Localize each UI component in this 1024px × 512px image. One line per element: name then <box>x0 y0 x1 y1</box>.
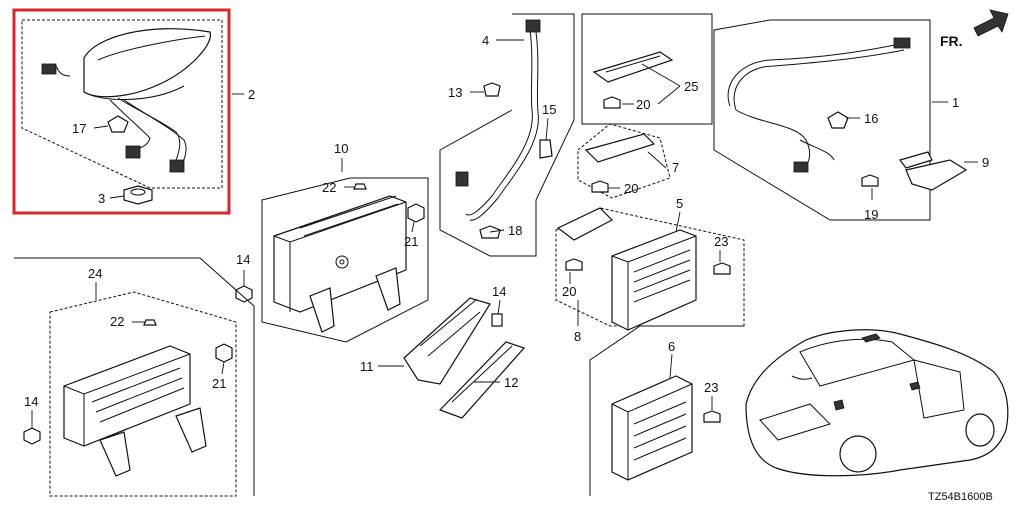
audio-unit-assembly[interactable] <box>49 291 237 497</box>
callout-25[interactable]: 25 <box>684 79 698 94</box>
bracket-7[interactable] <box>577 123 671 199</box>
callout-22a[interactable]: 22 <box>322 180 336 195</box>
cable-4-frame <box>439 13 575 257</box>
callout-12[interactable]: 12 <box>504 375 518 390</box>
highlight-frame <box>12 8 231 215</box>
callout-3[interactable]: 3 <box>98 191 105 206</box>
callout-16[interactable]: 16 <box>864 111 878 126</box>
bracket-11[interactable] <box>403 297 491 385</box>
leader-lines <box>31 39 978 428</box>
front-direction-indicator <box>973 9 1009 37</box>
callout-10[interactable]: 10 <box>334 141 348 156</box>
callout-24[interactable]: 24 <box>88 266 102 281</box>
callout-23b[interactable]: 23 <box>704 380 718 395</box>
callout-21a[interactable]: 21 <box>404 234 418 249</box>
callout-18[interactable]: 18 <box>508 223 522 238</box>
head-unit-assembly[interactable] <box>261 177 429 343</box>
callout-1[interactable]: 1 <box>952 95 959 110</box>
callout-13[interactable]: 13 <box>448 85 462 100</box>
vehicle-location-illustration <box>745 329 1009 477</box>
callout-21b[interactable]: 21 <box>212 376 226 391</box>
callout-22b[interactable]: 22 <box>110 314 124 329</box>
callout-4[interactable]: 4 <box>482 33 489 48</box>
section-6-frame <box>589 325 744 496</box>
callout-20c[interactable]: 20 <box>562 284 576 299</box>
callout-20b[interactable]: 20 <box>624 181 638 196</box>
amplifier-unit-5[interactable] <box>555 207 745 331</box>
usb-cable-4[interactable] <box>455 19 553 239</box>
callout-7[interactable]: 7 <box>672 160 679 175</box>
callout-8[interactable]: 8 <box>574 329 581 344</box>
cable-assembly-1[interactable] <box>727 37 911 173</box>
nut-14-c[interactable] <box>23 427 41 445</box>
callout-17[interactable]: 17 <box>72 121 86 136</box>
callout-14c[interactable]: 14 <box>24 394 38 409</box>
section-1-frame <box>713 19 931 221</box>
module-9[interactable] <box>898 151 968 191</box>
callout-14b[interactable]: 14 <box>492 284 506 299</box>
callout-14a[interactable]: 14 <box>236 252 250 267</box>
amplifier-unit-6[interactable] <box>611 375 721 481</box>
callout-5[interactable]: 5 <box>676 196 683 211</box>
section-25-frame <box>581 13 713 125</box>
bracket-12[interactable] <box>438 313 526 419</box>
section-border-left <box>14 257 255 496</box>
callout-2[interactable]: 2 <box>248 87 255 102</box>
nut-19[interactable] <box>861 174 879 187</box>
callout-9[interactable]: 9 <box>982 155 989 170</box>
antenna-assembly[interactable] <box>21 19 223 205</box>
callout-15[interactable]: 15 <box>542 102 556 117</box>
callout-6[interactable]: 6 <box>668 339 675 354</box>
callout-19[interactable]: 19 <box>864 207 878 222</box>
front-direction-label: FR. <box>940 33 963 49</box>
callout-23a[interactable]: 23 <box>714 234 728 249</box>
diagram-code: TZ54B1600B <box>928 491 993 503</box>
nut-14-a[interactable] <box>235 285 253 303</box>
callout-11[interactable]: 11 <box>360 359 374 374</box>
bracket-25[interactable] <box>592 51 674 109</box>
callout-20a[interactable]: 20 <box>636 97 650 112</box>
callout-labels: 2 17 3 10 22 21 14 24 22 21 14 11 12 14 … <box>24 33 989 409</box>
